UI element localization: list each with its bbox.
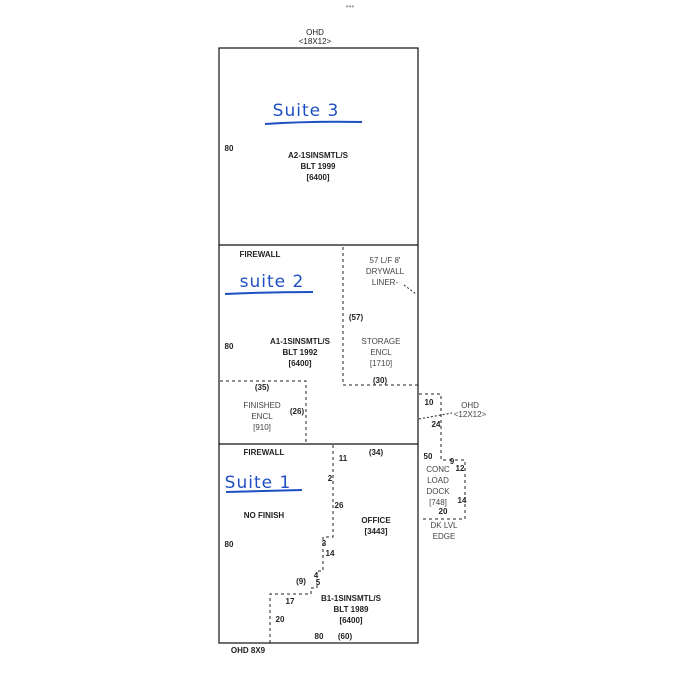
dock-ohd-leader	[418, 412, 453, 420]
storage-dim-bottom: (30)	[373, 376, 388, 385]
suite1-depth: 80	[225, 540, 234, 549]
dock-label-2: LOAD	[427, 476, 449, 485]
suite1-dim-3: 3	[322, 539, 327, 548]
suite2-depth: 80	[225, 342, 234, 351]
liner-note-1: 57 L/F 8'	[370, 256, 401, 265]
suite2-firewall-label: FIREWALL	[240, 250, 281, 259]
dock-edge-2: EDGE	[433, 532, 456, 541]
finished-dim-top: (35)	[255, 383, 270, 392]
suite1-built: BLT 1989	[334, 605, 370, 614]
suite3-area: [6400]	[306, 173, 329, 182]
suite1-name: B1-1SINSMTL/S	[321, 594, 382, 603]
suite2-area: [6400]	[288, 359, 311, 368]
finished-dim-side: (26)	[290, 407, 305, 416]
storage-enclosure-outline	[342, 247, 418, 386]
suite1-dim-5: 5	[316, 578, 321, 587]
suite1-dim-4: 4	[314, 571, 319, 580]
storage-label: STORAGE	[362, 337, 401, 346]
dock-outline	[419, 393, 466, 520]
suite2-name: A1-1SINSMTL/S	[270, 337, 331, 346]
suite1-underline	[225, 489, 303, 493]
top-ohd-size: <18X12>	[299, 37, 332, 46]
menu-dots[interactable]: •••	[346, 2, 355, 11]
dock-label-3: DOCK	[426, 487, 450, 496]
dock-dim-9: 9	[450, 457, 455, 466]
suite1-area: [6400]	[339, 616, 362, 625]
liner-leader	[403, 284, 417, 295]
liner-note-2: DRYWALL	[366, 267, 405, 276]
finished-label-2: ENCL	[251, 412, 273, 421]
dock-label-1: CONC	[426, 465, 450, 474]
liner-note-3: LINER-	[372, 278, 399, 287]
suite2-built: BLT 1992	[283, 348, 319, 357]
suite1-dim-80: 80	[315, 632, 324, 641]
suite1-dim-2: 2	[328, 474, 333, 483]
no-finish-label: NO FINISH	[244, 511, 285, 520]
storage-area: [1710]	[370, 359, 392, 368]
dock-dim-12: 12	[456, 464, 465, 473]
office-area: [3443]	[364, 527, 387, 536]
top-ohd-label: OHD	[306, 28, 324, 37]
suite1-dim-60: (60)	[338, 632, 353, 641]
suite1-ohd-label: OHD 8X9	[231, 646, 266, 655]
office-label: OFFICE	[361, 516, 391, 525]
suite1-dim-14: 14	[326, 549, 335, 558]
finished-label: FINISHED	[243, 401, 281, 410]
finished-area: [910]	[253, 423, 271, 432]
finished-enclosure-outline	[220, 380, 307, 444]
dock-edge-1: DK LVL	[431, 521, 459, 530]
suite2-underline	[224, 291, 314, 295]
dock-dim-10: 10	[425, 398, 434, 407]
suite1-dim-9: (9)	[296, 577, 306, 586]
suite1-dim-20: 20	[276, 615, 285, 624]
building-outline	[218, 47, 419, 644]
dock-ohd-size: <12X12>	[454, 410, 487, 419]
suite2-handwritten-label: suite 2	[240, 272, 305, 292]
storage-label-2: ENCL	[370, 348, 392, 357]
suite1-dim-34: (34)	[369, 448, 384, 457]
dock-ohd-label: OHD	[461, 401, 479, 410]
dock-dim-14: 14	[458, 496, 467, 505]
suite1-dim-11: 11	[339, 454, 348, 463]
office-outline	[269, 445, 334, 643]
dock-dim-20: 20	[439, 507, 448, 516]
suite1-dim-26: 26	[335, 501, 344, 510]
suite3-underline	[264, 120, 363, 125]
suite1-handwritten-label: Suite 1	[225, 473, 292, 493]
dock-area: [748]	[429, 498, 447, 507]
suite3-handwritten-label: Suite 3	[273, 101, 340, 121]
dock-dim-24: 24	[432, 420, 441, 429]
suite3-built: BLT 1999	[301, 162, 337, 171]
suite3-name: A2-1SINSMTL/S	[288, 151, 349, 160]
storage-dim-side: (57)	[349, 313, 364, 322]
suite1-dim-17: 17	[286, 597, 295, 606]
dock-dim-50: 50	[424, 452, 433, 461]
suite1-firewall-label: FIREWALL	[244, 448, 285, 457]
suite3-depth: 80	[225, 144, 234, 153]
